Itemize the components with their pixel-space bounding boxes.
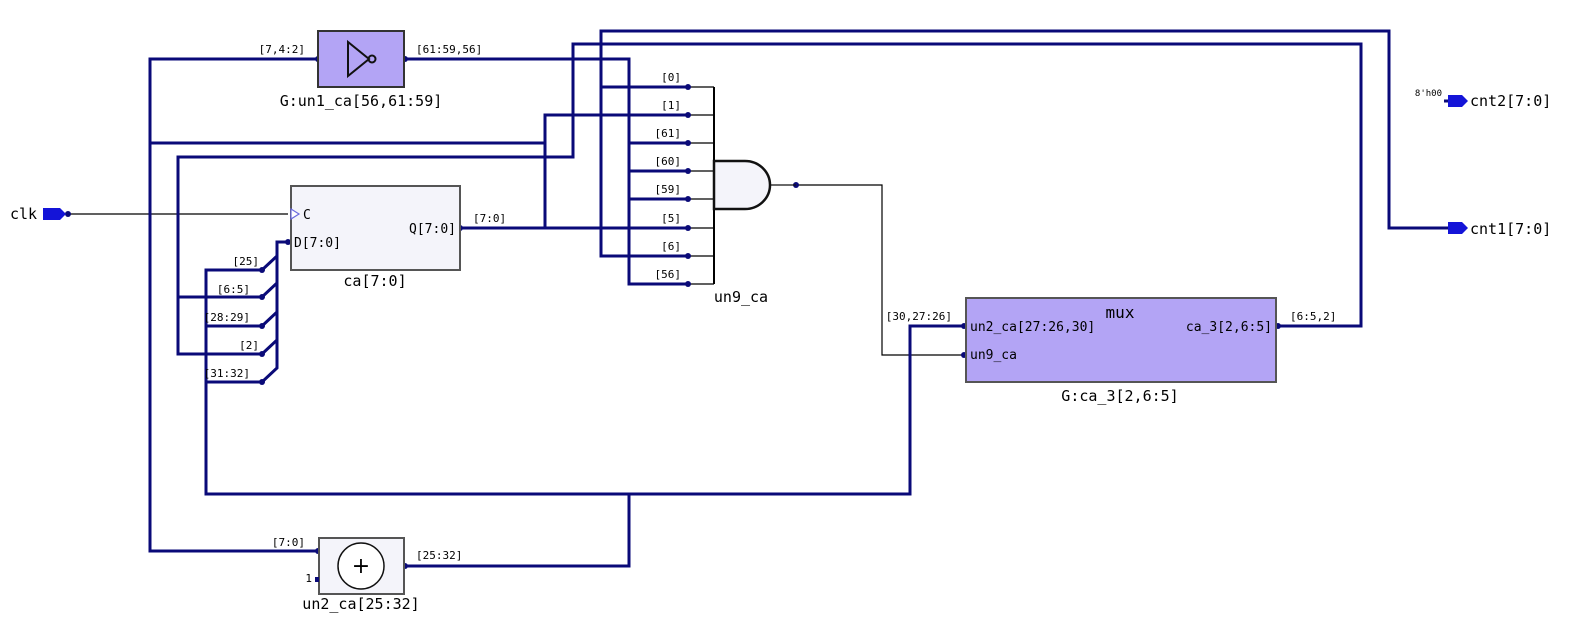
and-in6[interactable] — [599, 228, 688, 258]
output-port-icon — [1448, 222, 1468, 234]
mux-out-loop[interactable] — [176, 42, 1363, 356]
q-to-inv[interactable] — [148, 57, 545, 145]
mux-title: mux — [1106, 303, 1135, 322]
d-label-4: [31:32] — [204, 367, 250, 380]
mux-in-label: [30,27:26] — [886, 310, 952, 323]
adder-to-mux[interactable] — [629, 324, 964, 496]
register-pin-c: C — [303, 208, 311, 223]
adder-out-label: [25:32] — [416, 549, 462, 562]
port-cnt2-const: 8'h00 — [1415, 89, 1442, 99]
svg-text:[0]: [0] — [661, 71, 681, 84]
inverter-name: G:un1_ca[56,61:59] — [280, 92, 443, 110]
adder-out[interactable] — [204, 268, 631, 568]
svg-text:[59]: [59] — [655, 183, 682, 196]
and-gate-cell[interactable]: un9_ca [0] [1] [61] [60] [59] [5] [6] [5… — [655, 71, 797, 306]
port-cnt2-label: cnt2[7:0] — [1470, 92, 1551, 110]
d-label-3: [2] — [239, 339, 259, 352]
register-pin-d: D[7:0] — [294, 236, 341, 251]
adder-name: un2_ca[25:32] — [302, 595, 419, 613]
inverter-cell[interactable]: G:un1_ca[56,61:59] [7,4:2] [61:59,56] — [259, 30, 483, 110]
port-clk[interactable]: clk — [10, 205, 66, 223]
svg-text:[1]: [1] — [661, 99, 681, 112]
output-port-icon — [1448, 95, 1468, 107]
port-clk-label: clk — [10, 205, 37, 223]
plus-icon — [337, 542, 385, 590]
d-label-2: [28:29] — [204, 311, 250, 324]
adder-const: 1 — [305, 572, 312, 585]
svg-text:[6]: [6] — [661, 240, 681, 253]
d-label-1: [6:5] — [217, 283, 250, 296]
q-to-cnt1[interactable] — [599, 29, 1448, 230]
svg-text:[56]: [56] — [655, 268, 682, 281]
and-input-labels: [0] [1] [61] [60] [59] [5] [6] [56] — [655, 71, 682, 281]
inverter-in-label: [7,4:2] — [259, 43, 305, 56]
mux-cell[interactable]: mux un2_ca[27:26,30] un9_ca ca_3[2,6:5] … — [886, 297, 1337, 405]
clock-edge-icon — [290, 207, 301, 221]
d-combiner — [260, 240, 288, 272]
register-name: ca[7:0] — [343, 272, 406, 290]
inverter-icon — [347, 39, 371, 79]
mux-pin-sel: un9_ca — [970, 348, 1017, 363]
q-to-adder[interactable] — [148, 143, 318, 553]
and-gate-name: un9_ca — [714, 288, 768, 306]
and-gate-icon — [712, 159, 772, 211]
q-to-and1[interactable] — [543, 113, 688, 228]
d-label-0: [25] — [233, 255, 260, 268]
adder-in-label: [7:0] — [272, 536, 305, 549]
input-port-icon — [43, 208, 66, 220]
register-pin-q: Q[7:0] — [409, 222, 456, 237]
adder-cell[interactable]: + un2_ca[25:32] [7:0] 1 [25:32] — [272, 536, 462, 613]
svg-text:[61]: [61] — [655, 127, 682, 140]
mux-pin-out: ca_3[2,6:5] — [1186, 320, 1272, 335]
and-out-wire[interactable] — [796, 184, 964, 356]
mux-pin-a: un2_ca[27:26,30] — [970, 320, 1095, 335]
register-q-label: [7:0] — [473, 212, 506, 225]
svg-text:[60]: [60] — [655, 155, 682, 168]
inverter-out-label: [61:59,56] — [416, 43, 482, 56]
register-cell[interactable]: C D[7:0] Q[7:0] ca[7:0] [7:0] — [290, 185, 506, 290]
svg-text:[5]: [5] — [661, 212, 681, 225]
and-input-stubs — [688, 86, 714, 285]
port-cnt2[interactable]: cnt2[7:0] 8'h00 — [1415, 89, 1551, 110]
mux-name: G:ca_3[2,6:5] — [1061, 387, 1178, 405]
port-cnt1[interactable]: cnt1[7:0] — [1448, 220, 1551, 238]
adder-symbol: + — [352, 554, 370, 579]
port-cnt1-label: cnt1[7:0] — [1470, 220, 1551, 238]
d-bus-labels: [25] [6:5] [28:29] [2] [31:32] — [204, 255, 259, 380]
mux-out-label: [6:5,2] — [1290, 310, 1336, 323]
